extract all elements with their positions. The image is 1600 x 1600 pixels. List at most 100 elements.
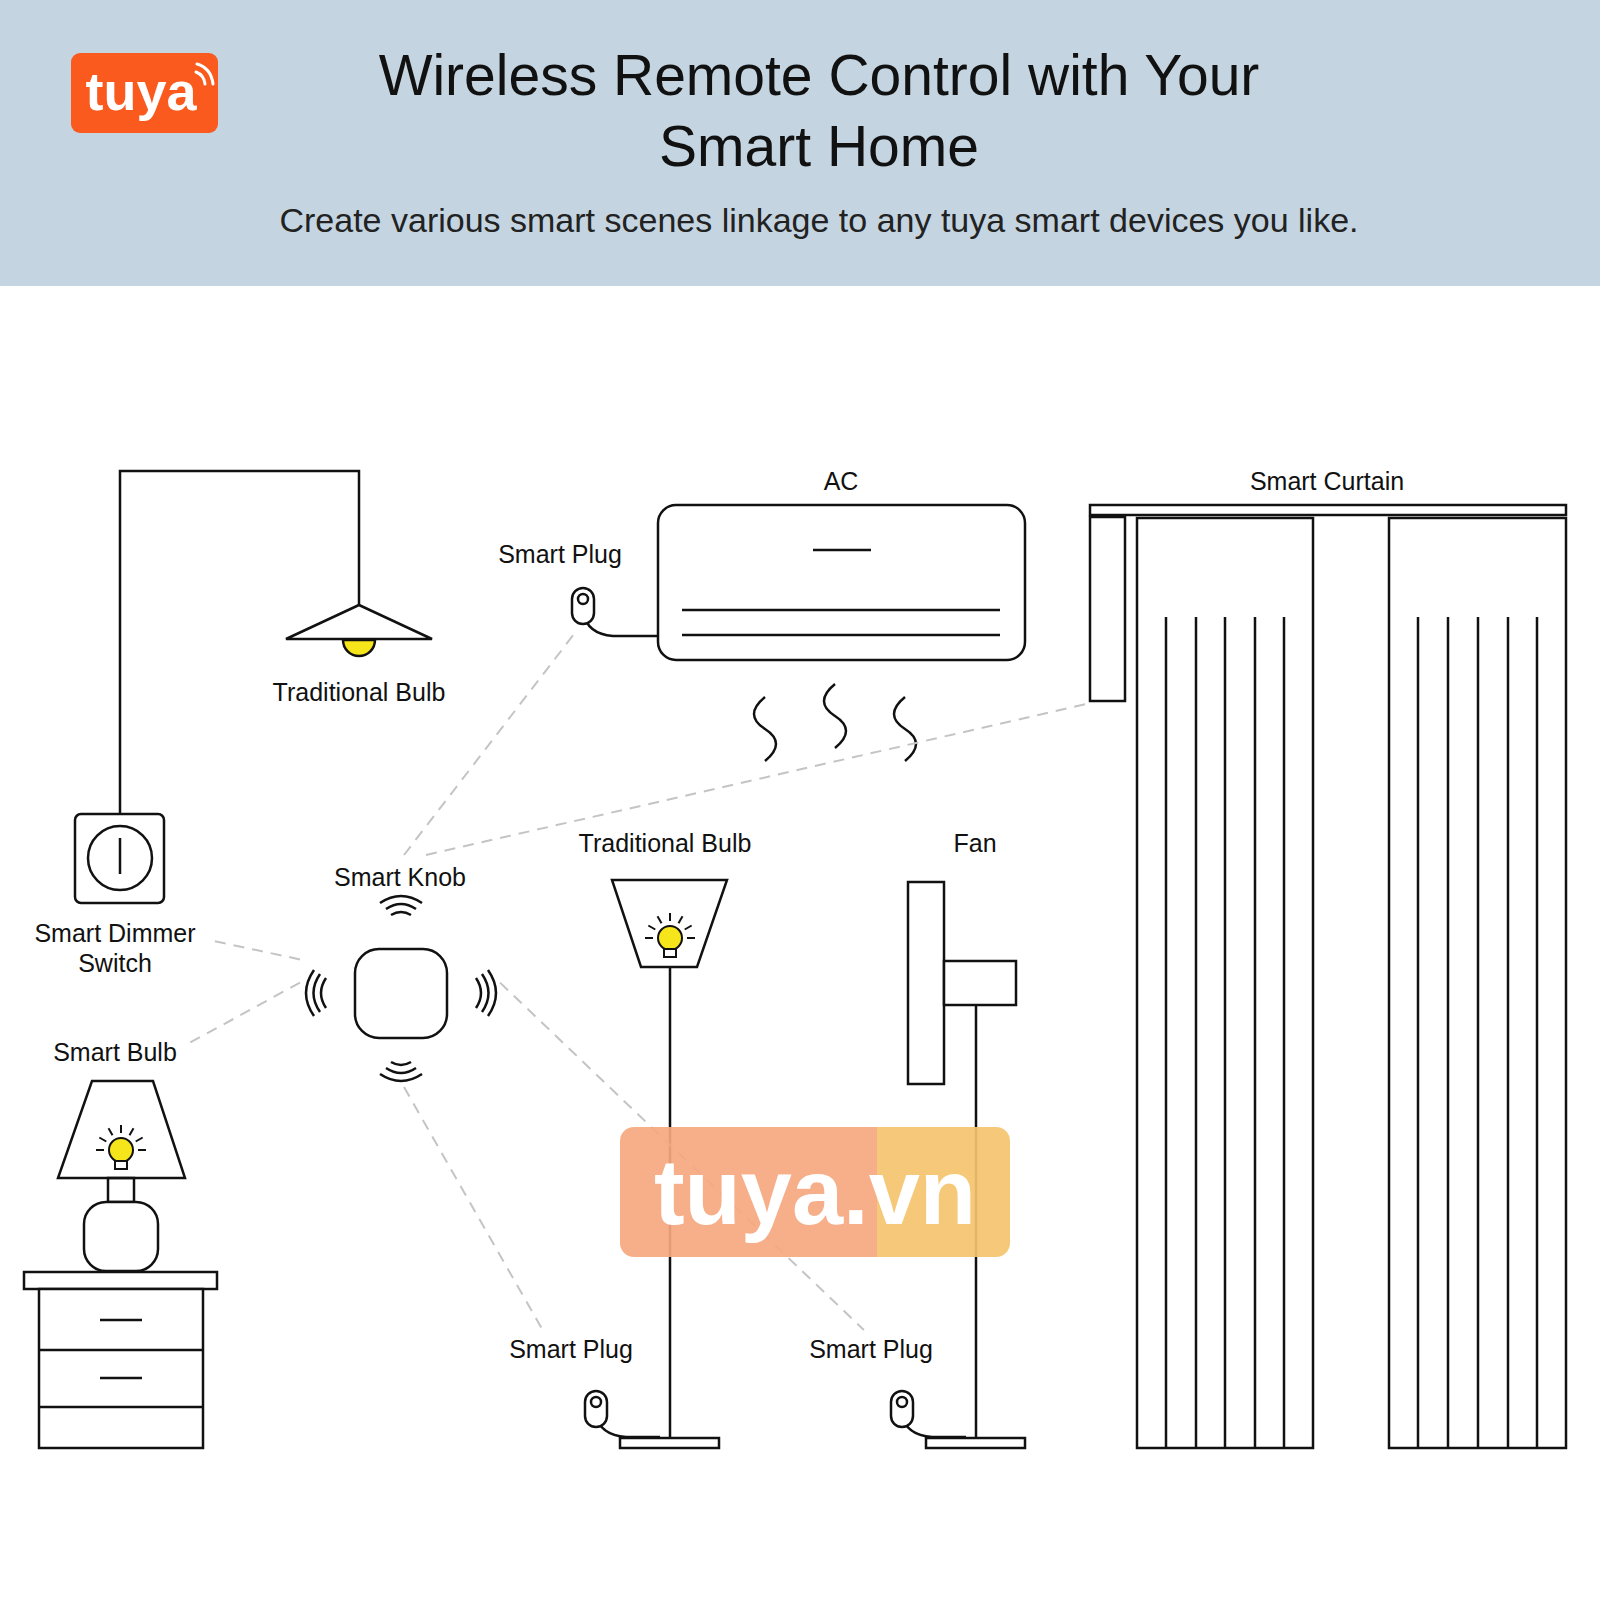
device-label: Smart Plug (509, 1334, 633, 1364)
smart-plug (585, 1391, 607, 1427)
light-ray (648, 926, 655, 930)
device-name: Traditional Bulb (273, 677, 446, 707)
fan-base (926, 1438, 1025, 1448)
curtain-fold (1536, 617, 1539, 1448)
curtain-fold (1224, 617, 1227, 1448)
lamp-shade (58, 1081, 185, 1178)
logo-text: tuya (85, 61, 196, 121)
curtain-motor (1090, 517, 1125, 701)
bulb (109, 1138, 133, 1162)
curtain-fold (1477, 617, 1480, 1448)
device-name: Traditional Bulb (579, 828, 752, 858)
dashed-link (404, 1087, 543, 1330)
light-ray (130, 1128, 134, 1135)
pendant-shade (286, 605, 432, 639)
ac-vent (682, 609, 1000, 612)
device-label: Smart Plug (809, 1334, 933, 1364)
light-ray (109, 1128, 113, 1135)
curtain-panel (1389, 518, 1566, 1448)
knob-body (355, 949, 447, 1038)
dashed-link (404, 632, 576, 855)
device-node: Smart Bulb (44, 1034, 186, 1070)
device-label: Smart Bulb (53, 1037, 177, 1067)
signal-waves (380, 896, 422, 915)
caption: Create various smart scenes linkage to a… (279, 200, 1358, 240)
lamp-neck (108, 1178, 134, 1202)
curtain-fold (1165, 617, 1168, 1448)
ac-vent (682, 634, 1000, 637)
light-ray (645, 937, 653, 939)
device-node: Smart Plug (800, 1330, 942, 1428)
light-ray (96, 1149, 104, 1151)
dimmer-switch (75, 814, 164, 903)
bulb-base (115, 1161, 127, 1169)
light-ray (679, 916, 683, 923)
device-node: Smart Plug (500, 1330, 642, 1428)
dashed-link (186, 983, 300, 1045)
device-label: Smart Plug (498, 539, 622, 569)
device-node: Smart Curtain (1086, 462, 1568, 1450)
drawer-handle (100, 1319, 142, 1322)
device-node: Smart Knob (300, 855, 500, 1087)
plug-button (591, 1397, 601, 1407)
lamp-body (84, 1202, 158, 1271)
wifi-arc (196, 72, 205, 84)
ac-display (813, 549, 871, 552)
plug-button (897, 1397, 907, 1407)
dimmer-dial (88, 826, 152, 890)
curtain-rail (1090, 505, 1566, 515)
device-label: Smart Curtain (1250, 466, 1404, 496)
signal-waves (306, 970, 326, 1016)
air-flow (754, 697, 776, 761)
light-ray (120, 1125, 122, 1133)
fan-head (908, 882, 944, 1084)
drawer-line (39, 1406, 203, 1409)
logo-badge (71, 53, 218, 133)
light-ray (136, 1138, 143, 1142)
signal-waves (476, 970, 496, 1016)
title: Wireless Remote Control with Your Smart … (369, 40, 1269, 182)
wireless-link (404, 632, 576, 855)
curtain-fold (1447, 617, 1450, 1448)
wire (120, 471, 359, 814)
drawings (24, 471, 1566, 1448)
signal-waves (380, 1062, 422, 1081)
wireless-link (186, 983, 300, 1045)
curtain-folds (1166, 617, 1537, 1448)
light-ray (99, 1138, 106, 1142)
floor-lamp-shade (612, 880, 727, 967)
device-name: AC (824, 466, 859, 496)
fan-motor (944, 961, 1016, 1005)
wireless-link (210, 940, 300, 959)
device-node: Smart Dimmer Switch (20, 806, 210, 978)
bulb-base (664, 949, 676, 957)
light-ray (685, 926, 692, 930)
air-conditioner (658, 505, 1025, 660)
curtain-fold (1283, 617, 1286, 1448)
dashed-link (210, 940, 300, 959)
air-flow (824, 684, 846, 748)
smart-plug (891, 1391, 913, 1427)
light-ray (138, 1149, 146, 1151)
device-label: Smart Dimmer Switch (20, 918, 210, 978)
device-label: Smart Knob (334, 862, 466, 892)
device-name: Fan (953, 828, 996, 858)
smart-plug (572, 588, 594, 624)
table-top (24, 1272, 217, 1289)
bulb (343, 640, 375, 656)
light-ray (658, 916, 662, 923)
curtain-fold (1417, 617, 1420, 1448)
light-ray (687, 937, 695, 939)
curtain-panel (1137, 518, 1313, 1448)
watermark: tuya.vn (620, 1127, 1010, 1257)
drawer-handle (100, 1377, 142, 1380)
plug-button (578, 594, 588, 604)
device-node: Smart Plug (495, 535, 625, 632)
header-band (0, 0, 1600, 286)
wireless-link (404, 1087, 543, 1330)
lamp-base (620, 1438, 719, 1448)
nightstand (39, 1289, 203, 1448)
curtain-fold (1254, 617, 1257, 1448)
